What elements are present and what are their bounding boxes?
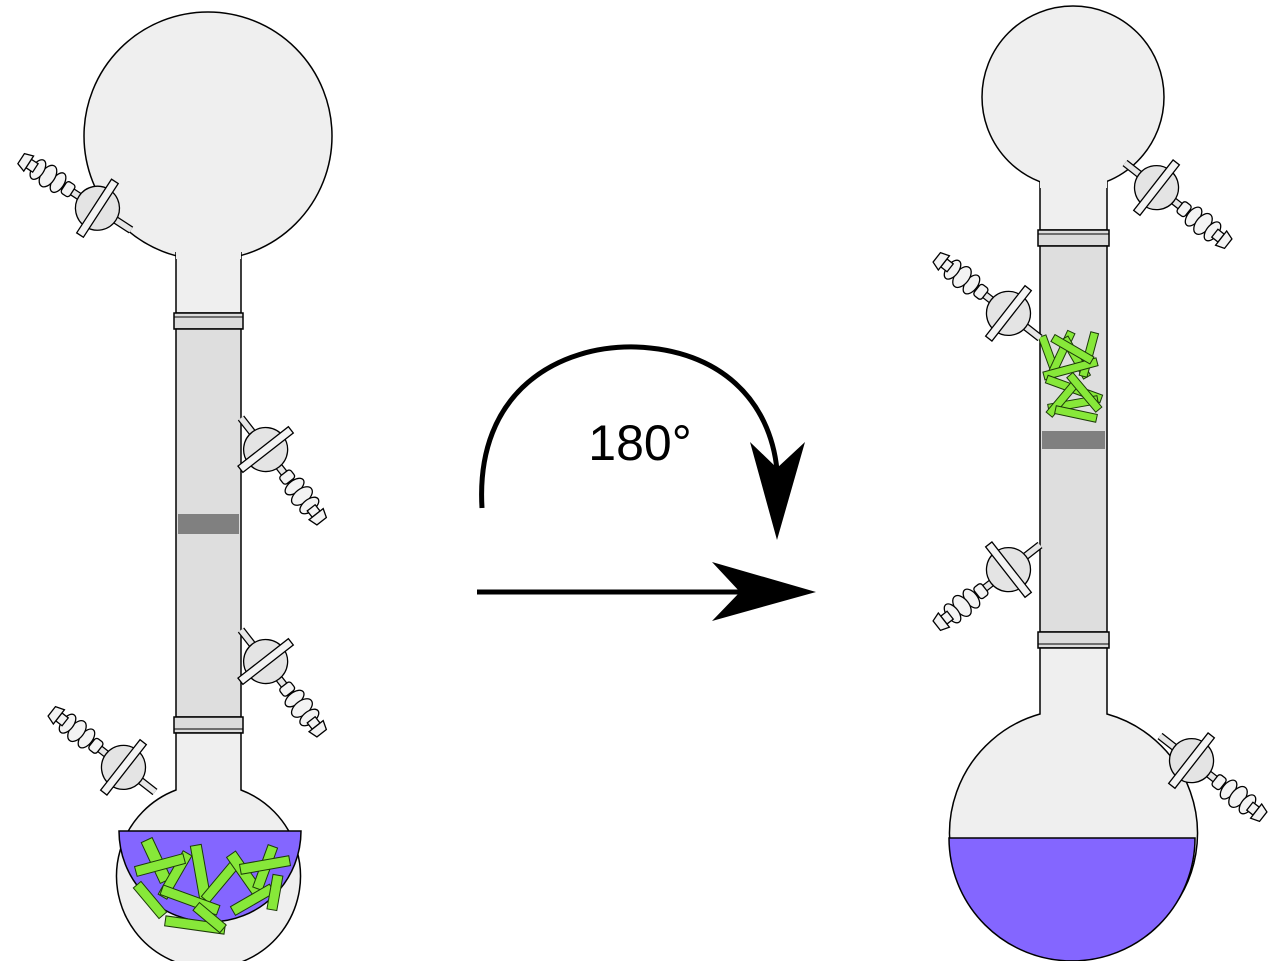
stopcock-icon — [32, 686, 175, 817]
ground-joint — [1037, 229, 1110, 247]
glass-frit — [178, 514, 239, 534]
right-arrow-icon — [477, 562, 816, 621]
rotation-label: 180° — [588, 415, 692, 471]
crystals-right — [1037, 329, 1104, 423]
glass-frit — [1042, 431, 1105, 449]
top-flask-right — [981, 5, 1165, 189]
crystals-left — [132, 836, 292, 935]
ground-joint — [173, 312, 244, 330]
stopcock-icon — [917, 232, 1060, 363]
ground-joint — [173, 716, 244, 734]
apparatus-after — [917, 5, 1280, 962]
rotate-arrow-icon — [479, 344, 805, 540]
stopcock-icon — [917, 520, 1060, 651]
ground-joint — [1037, 631, 1110, 649]
apparatus-before — [4, 11, 347, 966]
solution — [948, 837, 1196, 962]
